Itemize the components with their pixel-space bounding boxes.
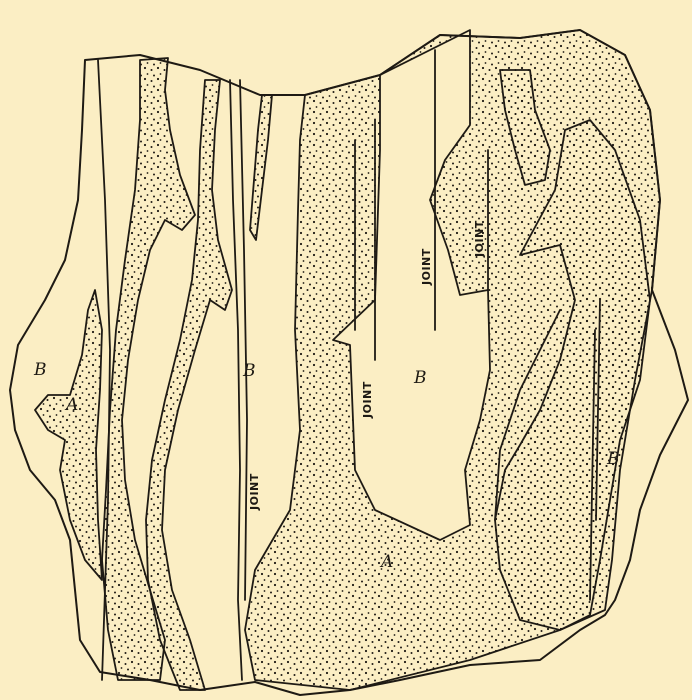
label-a-bottom: A xyxy=(379,552,393,572)
joint-label-center: JOINT xyxy=(361,381,374,419)
bedding-line-3 xyxy=(240,80,247,600)
joint-label-upper-1: JOINT xyxy=(420,248,433,286)
label-b-right-center: B xyxy=(413,368,427,388)
dotted-vein-thin xyxy=(250,95,272,240)
joint-label-upper-2: JOINT xyxy=(473,220,486,258)
joint-label-left: JOINT xyxy=(248,473,261,511)
label-a-left: A xyxy=(64,395,78,415)
label-b-left: B xyxy=(33,360,47,380)
bedding-line-2 xyxy=(230,80,242,680)
label-b-far-right: B xyxy=(606,449,620,469)
label-b-center: B xyxy=(242,361,256,381)
